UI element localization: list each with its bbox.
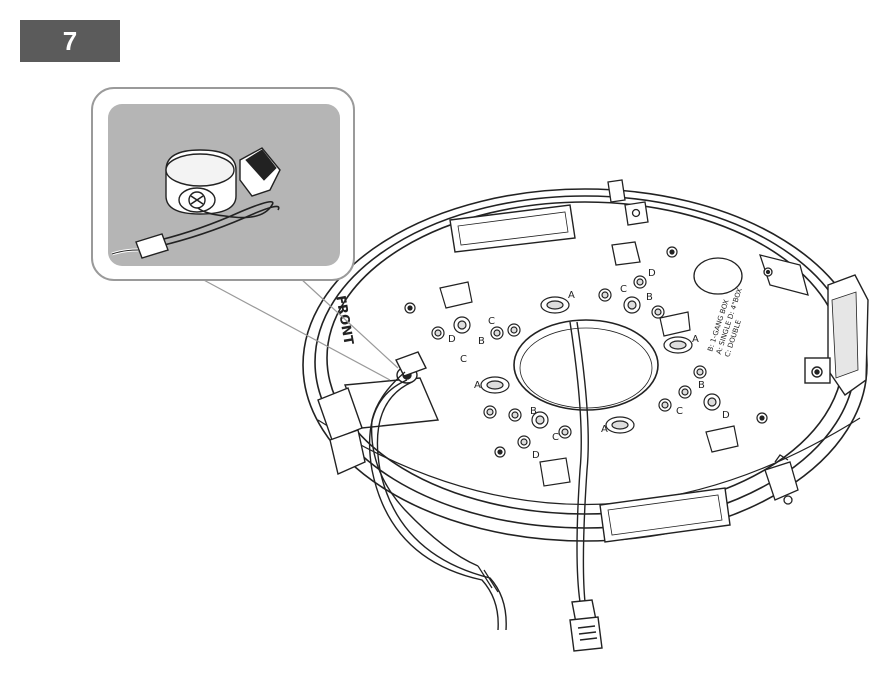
step-number: 7 — [62, 25, 78, 56]
safety-wire-loop — [159, 200, 280, 247]
label-a-left: A — [474, 380, 481, 391]
label-c5: C — [460, 354, 467, 365]
label-d1: D — [448, 334, 456, 345]
plate-clips — [439, 281, 739, 487]
safety-wire-bracket — [317, 351, 440, 475]
wire-ferrule — [135, 233, 169, 259]
top-right-bracket — [693, 254, 809, 296]
label-b4: B — [698, 380, 705, 391]
callout-lines — [199, 277, 399, 381]
label-d4: D — [722, 410, 730, 421]
bottom-slot — [599, 487, 731, 543]
safety-wire — [368, 371, 507, 631]
network-cable — [569, 321, 589, 603]
label-b2: B — [530, 406, 537, 417]
detail-inset — [91, 87, 355, 281]
label-a-top: A — [568, 290, 575, 301]
screw-holes — [404, 246, 768, 458]
label-d3: D — [648, 268, 656, 279]
label-c4: C — [676, 406, 683, 417]
label-c2: C — [552, 432, 559, 443]
hole-labels: A A A A B B B B C C C C C D D D D — [448, 268, 730, 461]
label-c3: C — [620, 284, 627, 295]
label-d2: D — [532, 450, 540, 461]
center-cable-hole — [513, 319, 659, 411]
screw-boss — [165, 149, 237, 215]
label-c1: C — [488, 316, 495, 327]
label-b1: B — [478, 336, 485, 347]
phillips-screw-icon — [190, 195, 204, 205]
top-clip — [607, 179, 649, 266]
step-number-badge: 7 — [20, 20, 120, 62]
label-b3: B — [646, 292, 653, 303]
rj45-connector-icon — [569, 599, 603, 652]
label-a-mid: A — [601, 424, 608, 435]
bottom-right-clip — [764, 454, 799, 505]
top-slot — [449, 204, 576, 253]
right-connector — [804, 274, 869, 396]
label-a-right: A — [692, 334, 699, 345]
